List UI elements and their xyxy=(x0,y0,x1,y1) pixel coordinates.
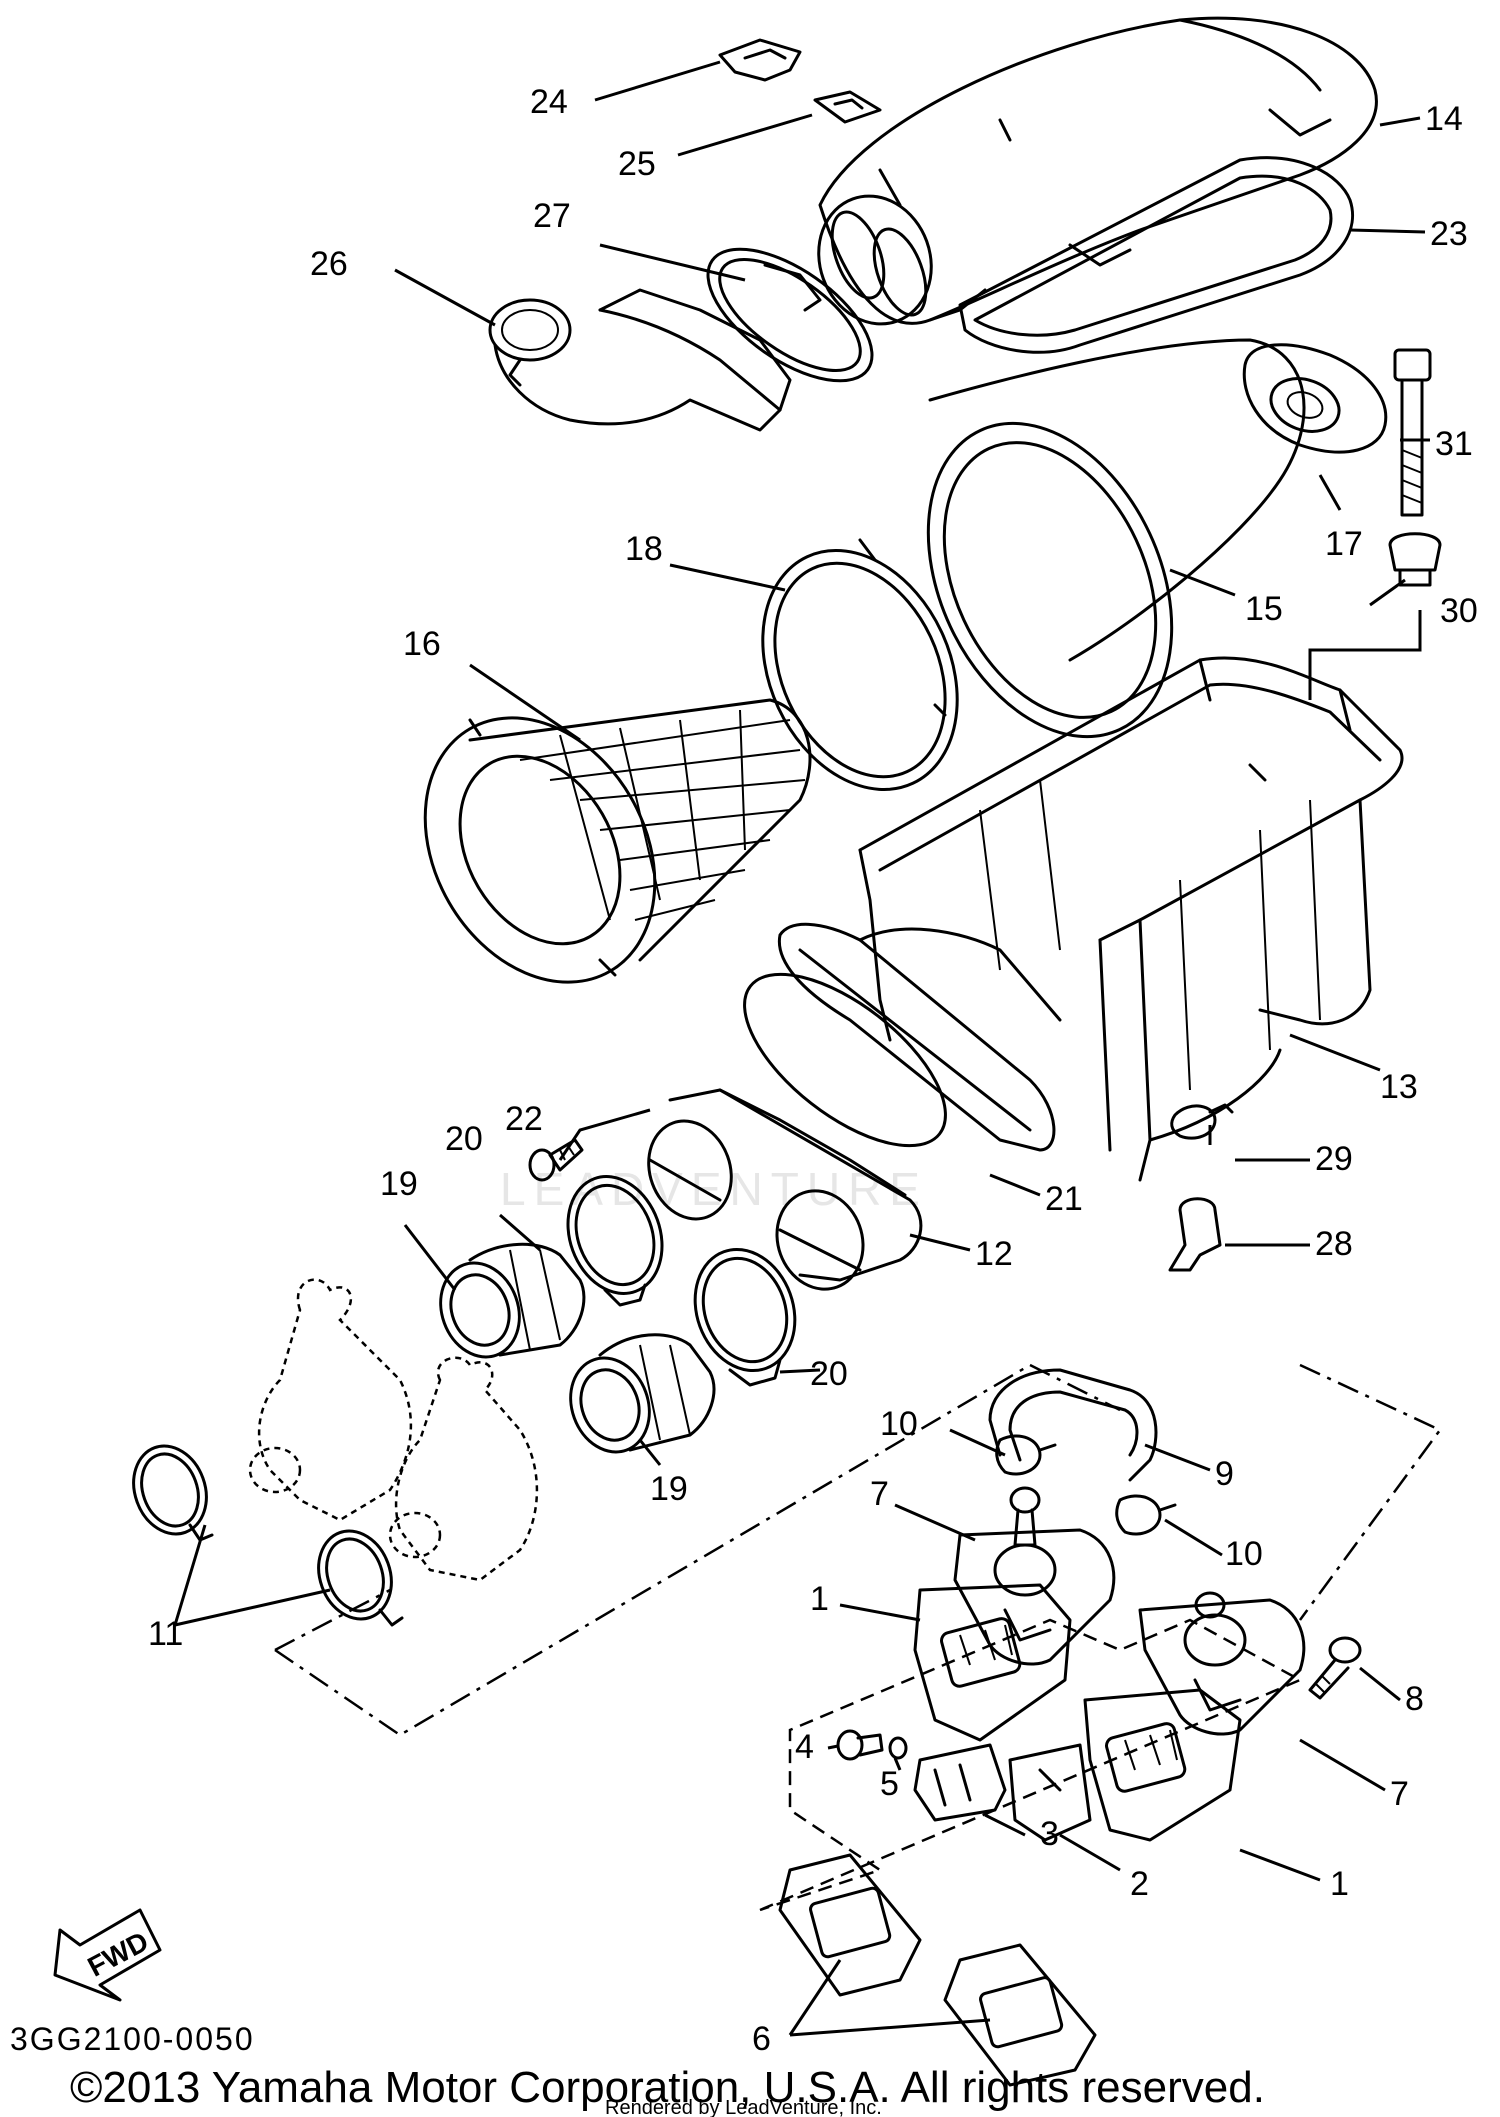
bolt-part-31 xyxy=(1393,348,1432,517)
callout-8: 8 xyxy=(1405,1680,1424,1718)
clamp-band-part-27 xyxy=(706,247,874,383)
callout-29: 29 xyxy=(1315,1140,1353,1178)
clamp-part-20-lower xyxy=(693,1247,797,1387)
screw-part-4 xyxy=(836,1729,884,1761)
intake-tube-part-26 xyxy=(488,288,792,432)
callout-19-lower: 19 xyxy=(650,1470,688,1508)
washer-part-5 xyxy=(888,1736,908,1760)
callout-14: 14 xyxy=(1425,100,1463,138)
grommet-part-30 xyxy=(1388,532,1442,587)
clamp-part-11 xyxy=(132,1444,404,1627)
group-line-reed-box xyxy=(759,1618,1303,1912)
callouts: 24 25 27 26 14 23 31 17 30 15 18 16 13 2… xyxy=(148,83,1478,2058)
group-line-carb xyxy=(274,1363,1031,1737)
airbox-part-13 xyxy=(858,656,1404,1182)
rubber-boot-part-19-upper xyxy=(439,1242,586,1359)
clip-part-29 xyxy=(1170,1103,1234,1140)
plate-part-25 xyxy=(813,90,882,124)
reed-cover-part-7-b xyxy=(1138,1591,1306,1736)
callout-17: 17 xyxy=(1325,525,1363,563)
fwd-arrow-icon: FWD xyxy=(53,1908,162,2002)
callout-7-b: 7 xyxy=(1390,1775,1409,1813)
callout-9: 9 xyxy=(1215,1455,1234,1493)
callout-1-a: 1 xyxy=(810,1580,829,1618)
hose-part-9 xyxy=(988,1368,1158,1482)
callout-19-upper: 19 xyxy=(380,1165,418,1203)
diagram-code: 3GG2100-0050 xyxy=(10,2021,255,2057)
callout-22: 22 xyxy=(505,1100,543,1138)
rendered-by: Rendered by LeadVenture, Inc. xyxy=(605,2097,882,2117)
clamp-part-20-upper xyxy=(566,1175,664,1307)
group-line-carb-left xyxy=(274,1588,391,1652)
callout-5: 5 xyxy=(880,1765,899,1803)
clip-part-10-a xyxy=(995,1434,1057,1476)
watermark: LEADVENTURE xyxy=(500,1163,928,1215)
callout-3: 3 xyxy=(1040,1815,1059,1853)
callout-10-b: 10 xyxy=(1225,1535,1263,1573)
clip-part-10-b xyxy=(1115,1494,1177,1536)
callout-31: 31 xyxy=(1435,425,1473,463)
callout-26: 26 xyxy=(310,245,348,283)
callout-20-lower: 20 xyxy=(810,1355,848,1393)
fitting-part-28 xyxy=(1168,1197,1222,1272)
callout-23: 23 xyxy=(1430,215,1468,253)
callout-27: 27 xyxy=(533,197,571,235)
rubber-boot-part-19-lower xyxy=(569,1333,716,1454)
group-line-right xyxy=(1298,1363,1442,1621)
callout-13: 13 xyxy=(1380,1068,1418,1106)
callout-2: 2 xyxy=(1130,1865,1149,1903)
leader-lines xyxy=(173,60,1430,2037)
copyright-notice: ©2013 Yamaha Motor Corporation, U.S.A. A… xyxy=(70,2063,1265,2112)
reed-petal-part-3 xyxy=(913,1743,1007,1822)
reed-valve-part-1-a xyxy=(913,1583,1072,1742)
callout-7-a: 7 xyxy=(870,1475,889,1513)
callout-1-b: 1 xyxy=(1330,1865,1349,1903)
cap-part-17 xyxy=(1242,343,1388,454)
carburetor-phantom xyxy=(248,1278,539,1582)
callout-10-a: 10 xyxy=(880,1405,918,1443)
filter-element-part-15 xyxy=(926,338,1306,739)
callout-12: 12 xyxy=(975,1235,1013,1273)
bolt-part-8 xyxy=(1308,1636,1362,1700)
callout-6: 6 xyxy=(752,2020,771,2058)
callout-25: 25 xyxy=(618,145,656,183)
reed-cover-part-7-a xyxy=(953,1486,1116,1666)
intake-joint-part-12 xyxy=(647,1088,923,1291)
air-duct-part-14 xyxy=(817,16,1378,326)
callout-24: 24 xyxy=(530,83,568,121)
gasket-part-23 xyxy=(958,156,1355,354)
callout-20-upper: 20 xyxy=(445,1120,483,1158)
reed-valve-part-1-b xyxy=(1083,1688,1242,1842)
ring-part-18 xyxy=(761,538,959,792)
gasket-part-6 xyxy=(778,1853,1097,2087)
o-ring-part-21 xyxy=(743,972,947,1148)
callout-21: 21 xyxy=(1045,1180,1083,1218)
callout-28: 28 xyxy=(1315,1225,1353,1263)
clip-part-24 xyxy=(718,38,802,82)
callout-11: 11 xyxy=(148,1615,183,1653)
callout-16: 16 xyxy=(403,625,441,663)
airbox-flange xyxy=(777,922,1062,1152)
callout-18: 18 xyxy=(625,530,663,568)
filter-cage-part-16 xyxy=(423,698,812,984)
stopper-part-2 xyxy=(1008,1743,1092,1842)
callout-15: 15 xyxy=(1245,590,1283,628)
callout-4: 4 xyxy=(795,1728,814,1766)
callout-30: 30 xyxy=(1440,592,1478,630)
group-line-reed xyxy=(1029,1363,1121,1412)
